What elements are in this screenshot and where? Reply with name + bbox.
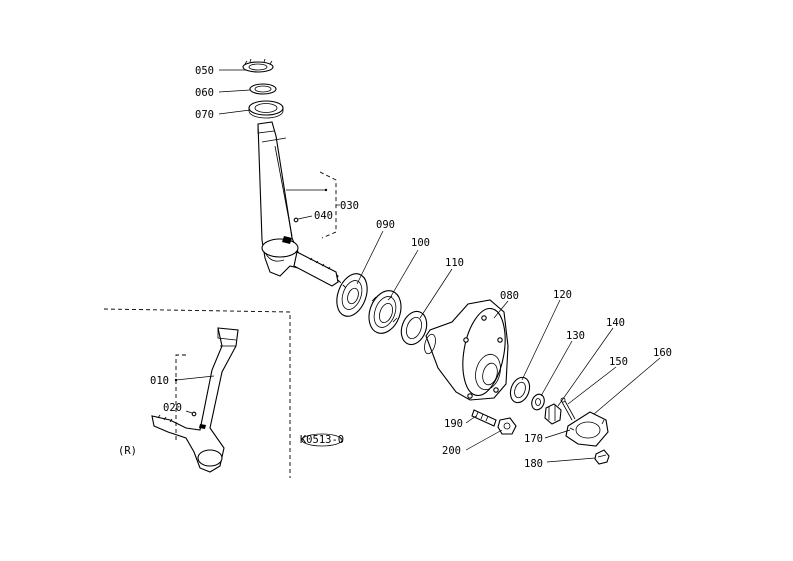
bracket-010 [175,354,186,440]
callout-110: 110 [445,257,464,269]
wheel-nut-200[interactable] [497,417,517,435]
washer-050[interactable] [242,58,274,73]
washer-130[interactable] [530,392,547,411]
bolt-180[interactable] [594,449,610,465]
bearing-100[interactable] [363,286,406,338]
seal-090[interactable] [331,270,372,321]
callout-060-washer: 060 [195,87,214,99]
bearing-120[interactable] [507,375,533,406]
drawing-code-stamp: K0513-0 [300,433,344,447]
side-label-right: (R) [118,445,137,457]
bracket-030 [319,171,337,239]
callout-080: 080 [500,290,519,302]
knuckle-arm-010[interactable] [151,327,239,473]
callout-180: 180 [524,458,543,470]
callout-150: 150 [609,356,628,368]
seal-070[interactable] [248,100,284,119]
callout-160: 160 [653,347,672,359]
callout-200: 200 [442,445,461,457]
callout-050: 050 [195,65,214,77]
hub-bolt-190[interactable] [471,409,497,427]
split-pin-150[interactable] [560,397,576,421]
stamp-code-text: K0513-0 [300,434,344,446]
grease-nipple-020[interactable] [191,411,197,417]
castle-nut-140[interactable] [544,403,562,425]
callout-130: 130 [566,330,585,342]
hub-cap-160[interactable] [565,411,609,447]
bearing-110[interactable] [397,308,431,348]
callout-170: 170 [524,433,543,445]
callout-090: 090 [376,219,395,231]
washer-060[interactable] [249,83,277,95]
callout-120: 120 [553,289,572,301]
callout-010: 010 [150,375,169,387]
knuckle-arm-030[interactable] [257,121,339,287]
callout-040: 040 [314,210,333,222]
callout-020: 020 [163,402,182,414]
callout-100: 100 [411,237,430,249]
leader-lines [218,69,661,463]
callout-190: 190 [444,418,463,430]
inset-frame [103,308,291,478]
axis-line [337,279,347,289]
callout-070: 070 [195,109,214,121]
callout-030: 030 [340,200,359,212]
grease-nipple-040[interactable] [293,217,299,223]
callout-140: 140 [606,317,625,329]
wheel-hub-080[interactable] [423,299,512,401]
